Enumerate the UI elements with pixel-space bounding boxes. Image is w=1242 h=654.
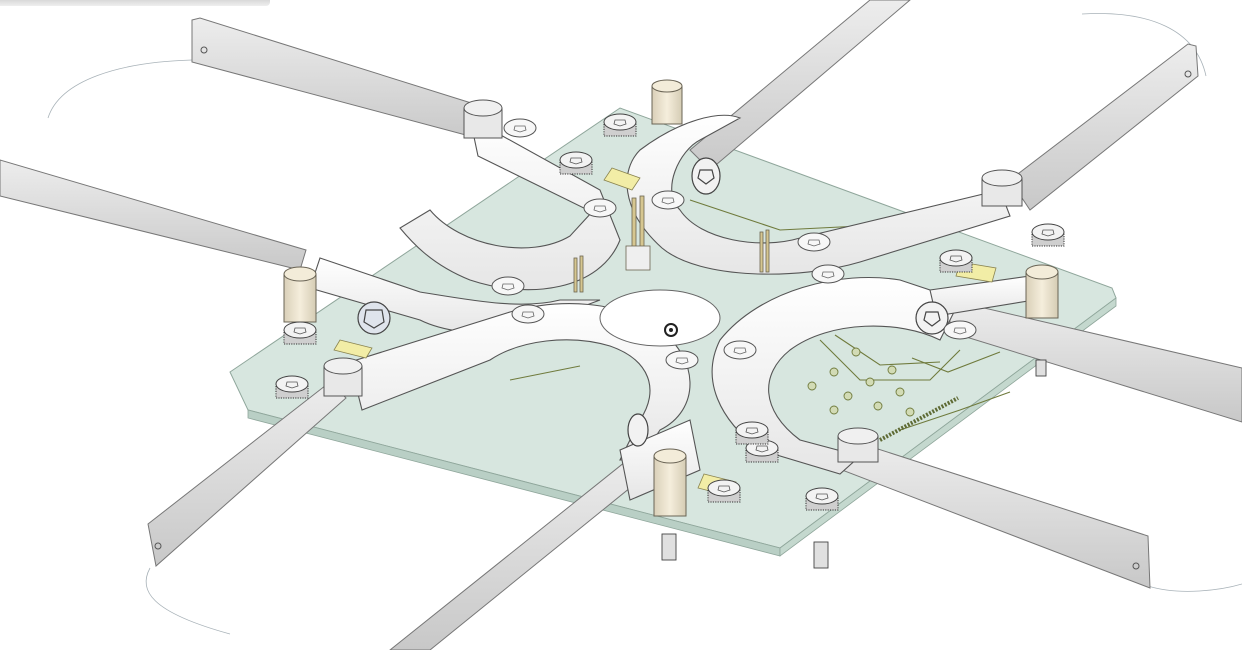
pcb-pad xyxy=(865,377,875,387)
pin-header-icon xyxy=(765,229,770,273)
knurled-nut-icon xyxy=(559,151,593,175)
knurled-nut-icon xyxy=(275,375,309,399)
pcb-traces xyxy=(509,199,1011,431)
knurled-nut-icon xyxy=(939,249,973,273)
rod-top-center xyxy=(689,0,911,171)
pin-header-base xyxy=(625,245,651,271)
outline-bottom-right xyxy=(1147,583,1242,592)
pcb-pad xyxy=(905,407,915,417)
countersunk-screw-icon xyxy=(511,304,545,324)
countersunk-screw-icon xyxy=(503,118,537,138)
pin-header-icon xyxy=(631,197,637,251)
hex-socket-screw-icon xyxy=(691,157,721,195)
countersunk-screw-icon xyxy=(797,232,831,252)
rod-cap xyxy=(981,169,1023,207)
pin-header-icon xyxy=(639,195,645,251)
pcb-pad xyxy=(887,365,897,375)
pcb-pad xyxy=(873,401,883,411)
rod-cap xyxy=(463,99,503,139)
thumb-screws xyxy=(275,113,1065,511)
hex-socket-screw-icon xyxy=(357,301,391,335)
countersunk-screw-icon xyxy=(583,198,617,218)
rod-top-right xyxy=(1009,43,1199,211)
countersunk-screw-icon xyxy=(651,190,685,210)
sketch-outlines xyxy=(47,13,1242,635)
rod-end-hole xyxy=(154,542,162,550)
pcb-pad xyxy=(829,405,839,415)
center-aperture xyxy=(599,289,721,347)
outline-top-left xyxy=(47,59,193,119)
threaded-stud xyxy=(661,533,677,561)
knurled-nut-icon xyxy=(603,113,637,137)
knurled-nut-icon xyxy=(735,421,769,445)
rod-bottom-right xyxy=(841,439,1151,589)
pcb-pad xyxy=(807,381,817,391)
pcb-plate-edge-right xyxy=(779,297,1117,557)
countersunk-screw-icon xyxy=(491,276,525,296)
hex-socket-screw-icon xyxy=(915,301,949,335)
threaded-studs xyxy=(661,359,1047,569)
standoffs xyxy=(283,79,1059,517)
threaded-stud xyxy=(813,541,829,569)
rod-end-hole xyxy=(1184,70,1192,78)
rod-right xyxy=(949,299,1242,423)
outline-bottom-left xyxy=(145,567,231,635)
pin-header-icon xyxy=(573,257,578,293)
clamp-arm-top-right xyxy=(626,114,1011,275)
countersunk-screw-icon xyxy=(665,350,699,370)
countersunk-screw-icon xyxy=(723,340,757,360)
rod-cap xyxy=(323,357,363,397)
rod-bottom-left xyxy=(147,381,347,567)
pcb-pads xyxy=(807,347,915,417)
knurled-nut-icon xyxy=(805,487,839,511)
clamp-screws xyxy=(491,118,977,370)
rod-left xyxy=(0,159,307,271)
spacer-icon xyxy=(651,79,683,125)
knurled-nut-icon xyxy=(707,479,741,503)
countersunk-screw-icon xyxy=(811,264,845,284)
pcb-pad xyxy=(851,347,861,357)
knurled-nut-icon xyxy=(283,321,317,345)
pcb-connector-strip xyxy=(879,396,959,442)
pin-headers xyxy=(573,195,770,293)
knurled-nut-icon xyxy=(1031,223,1065,247)
side-screws xyxy=(357,157,949,447)
center-marker-icon xyxy=(664,323,678,337)
rod-top-left xyxy=(191,17,501,143)
pin-header-icon xyxy=(579,255,584,293)
pcb-pad xyxy=(843,391,853,401)
pcb-pad xyxy=(829,367,839,377)
hex-socket-screw-icon xyxy=(627,413,649,447)
rod-caps xyxy=(323,99,1023,463)
window-tab-strip xyxy=(0,0,270,6)
spacer-icon xyxy=(283,266,317,323)
threaded-stud xyxy=(1035,359,1047,377)
pcb-pad xyxy=(895,387,905,397)
rod-end-hole xyxy=(200,46,208,54)
countersunk-screw-icon xyxy=(943,320,977,340)
rod-end-hole xyxy=(1132,562,1140,570)
spacer-icon xyxy=(1025,264,1059,319)
pin-header-icon xyxy=(759,231,764,273)
spacer-icon xyxy=(653,448,687,517)
rod-cap xyxy=(837,427,879,463)
outline-top-right xyxy=(1081,13,1207,77)
